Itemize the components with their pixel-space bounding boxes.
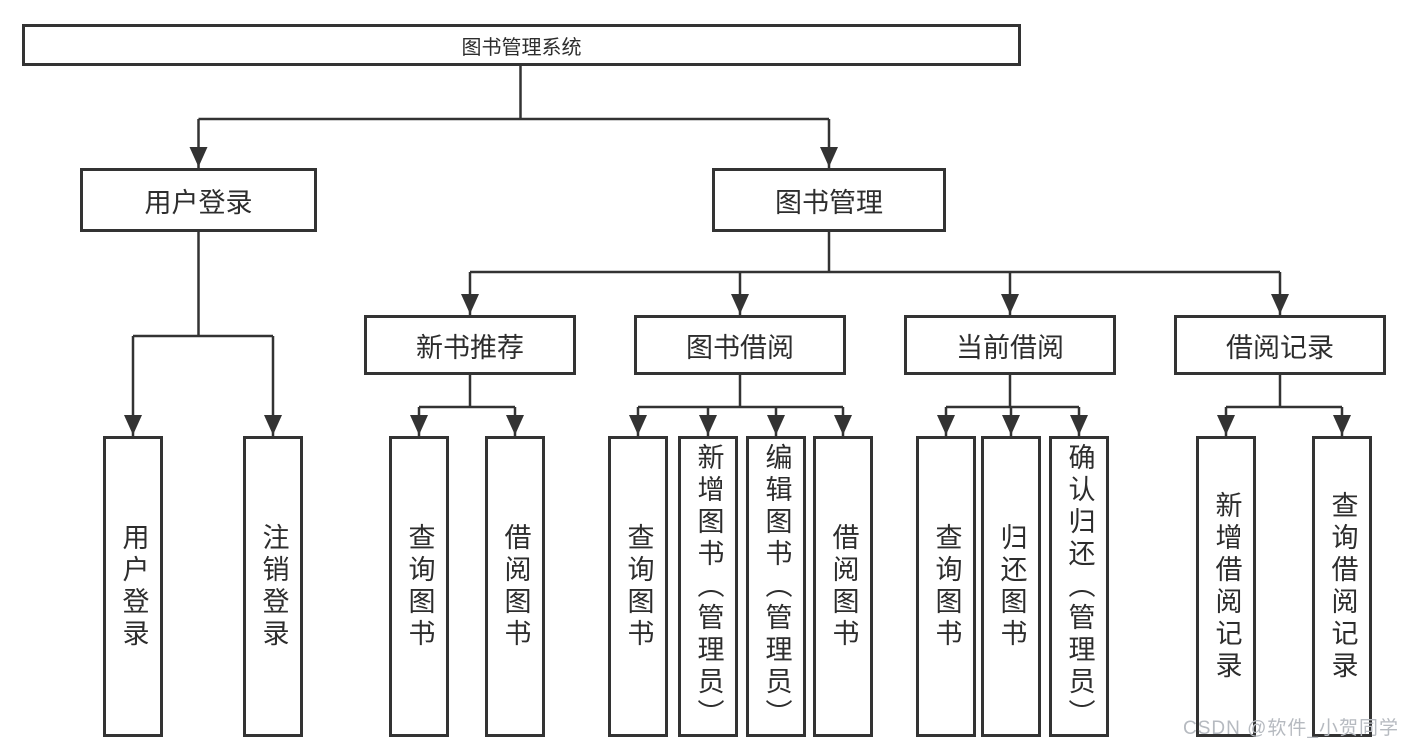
arrowhead-icon: [731, 294, 749, 314]
node-borrowing-records: 借阅记录: [1174, 315, 1386, 375]
leaf-label: 确认归还（管理员）: [1064, 442, 1095, 731]
arrowhead-icon: [1070, 415, 1088, 435]
leaf-label: 借阅图书: [500, 522, 531, 651]
node-new-book-recommendation: 新书推荐: [364, 315, 576, 375]
connectors-user-login: [124, 232, 282, 436]
leaf-query-borrow-record: 查询借阅记录: [1312, 436, 1372, 737]
arrowhead-icon: [1001, 294, 1019, 314]
arrowhead-icon: [1002, 415, 1020, 435]
leaf-label: 查询借阅记录: [1327, 490, 1358, 683]
node-root: 图书管理系统: [22, 24, 1021, 66]
node-label: 图书管理系统: [461, 36, 582, 59]
arrowhead-icon: [189, 147, 208, 167]
leaf-logout: 注销登录: [243, 436, 303, 737]
leaf-label: 查询图书: [931, 522, 962, 651]
arrowhead-icon: [506, 415, 524, 435]
leaf-borrow-books-recommend: 借阅图书: [485, 436, 545, 737]
arrowhead-icon: [699, 415, 717, 435]
node-label: 当前借阅: [956, 332, 1064, 363]
connectors-borrowing-records: [1217, 375, 1351, 436]
connectors-new-book-recommendation: [410, 375, 524, 436]
arrowhead-icon: [410, 415, 428, 435]
node-label: 新书推荐: [416, 332, 524, 363]
leaf-label: 借阅图书: [828, 522, 859, 651]
leaf-label: 新增借阅记录: [1211, 490, 1242, 683]
watermark: CSDN @软件_小贺同学: [1183, 718, 1399, 739]
arrowhead-icon: [1333, 415, 1351, 435]
node-label: 用户登录: [144, 187, 253, 218]
connectors-book-management: [461, 232, 1289, 315]
tree-line: [131, 232, 275, 436]
leaf-label: 新增图书（管理员）: [693, 442, 724, 731]
leaf-label: 用户登录: [118, 522, 149, 651]
leaf-label: 归还图书: [996, 522, 1027, 651]
node-book-management: 图书管理: [712, 168, 946, 232]
leaf-query-books-recommend: 查询图书: [389, 436, 449, 737]
connectors-current-borrowing: [937, 375, 1088, 436]
node-label: 借阅记录: [1226, 332, 1334, 363]
connectors-root: [189, 66, 838, 168]
connectors-book-borrowing: [629, 375, 852, 436]
arrowhead-icon: [1217, 415, 1235, 435]
node-label: 图书管理: [775, 187, 883, 218]
node-label: 图书借阅: [686, 332, 794, 363]
node-user-login: 用户登录: [80, 168, 317, 232]
arrowhead-icon: [264, 415, 282, 435]
node-book-borrowing: 图书借阅: [634, 315, 846, 375]
leaf-label: 注销登录: [258, 522, 289, 651]
leaf-label: 查询图书: [623, 522, 654, 651]
arrowhead-icon: [820, 147, 838, 167]
leaf-borrow-books-borrowing: 借阅图书: [813, 436, 873, 737]
leaf-label: 查询图书: [404, 522, 435, 651]
arrowhead-icon: [937, 415, 955, 435]
leaf-add-borrow-record: 新增借阅记录: [1196, 436, 1256, 737]
tree-line: [197, 66, 831, 168]
leaf-query-books-current: 查询图书: [916, 436, 976, 737]
arrowhead-icon: [1271, 294, 1289, 314]
leaf-confirm-return-admin: 确认归还（管理员）: [1049, 436, 1109, 737]
tree-line: [417, 375, 517, 436]
arrowhead-icon: [461, 294, 479, 314]
leaf-add-book-admin: 新增图书（管理员）: [678, 436, 738, 737]
leaf-edit-book-admin: 编辑图书（管理员）: [746, 436, 806, 737]
node-current-borrowing: 当前借阅: [904, 315, 1116, 375]
leaf-query-books-borrowing: 查询图书: [608, 436, 668, 737]
arrowhead-icon: [629, 415, 647, 435]
arrowhead-icon: [124, 415, 142, 435]
tree-line: [468, 232, 1282, 315]
arrowhead-icon: [834, 415, 852, 435]
leaf-user-login: 用户登录: [103, 436, 163, 737]
arrowhead-icon: [767, 415, 785, 435]
tree-line: [636, 375, 845, 436]
tree-line: [1224, 375, 1344, 436]
leaf-return-book: 归还图书: [981, 436, 1041, 737]
leaf-label: 编辑图书（管理员）: [761, 442, 792, 731]
